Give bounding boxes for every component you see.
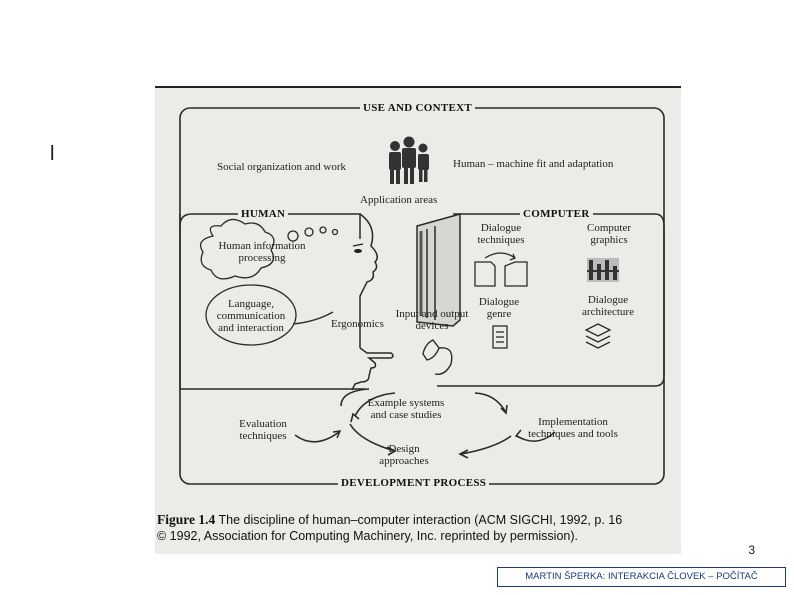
layers-icon — [584, 323, 612, 349]
people-icon — [389, 136, 429, 184]
label-dialogue-architecture: Dialogue architecture — [582, 294, 634, 318]
section-use-and-context: USE AND CONTEXT — [360, 102, 476, 114]
dialogue-genre-icon — [492, 325, 508, 349]
label-input-output-devices: Input and output devices — [395, 308, 469, 332]
label-computer-graphics: Computer graphics — [587, 222, 631, 246]
section-human: HUMAN — [238, 208, 289, 220]
label-human-machine-fit: Human – machine fit and adaptation — [453, 158, 614, 170]
hci-discipline-figure: USE AND CONTEXT HUMAN COMPUTER DEVELOPME… — [155, 86, 681, 554]
evaluation-arrow — [294, 431, 340, 443]
label-design-approaches: Design approaches — [379, 443, 429, 467]
mouse-icon — [422, 339, 453, 375]
development-cycle-arrows — [340, 388, 512, 459]
label-evaluation-techniques: Evaluation techniques — [239, 418, 287, 442]
footer-author-course: MARTIN ŠPERKA: INTERAKCIA ČLOVEK – POČÍT… — [497, 567, 786, 587]
label-example-systems: Example systems and case studies — [367, 397, 445, 421]
monitor-icon — [416, 213, 461, 327]
label-dialogue-techniques: Dialogue techniques — [477, 222, 525, 246]
label-implementation-techniques: Implementation techniques and tools — [528, 416, 618, 440]
thought-bubbles-icon — [199, 218, 339, 346]
computer-frame — [437, 213, 665, 387]
label-application-areas: Application areas — [360, 194, 438, 206]
figure-caption-line1: Figure 1.4 The discipline of human–compu… — [157, 512, 622, 528]
figure-number: Figure 1.4 — [157, 512, 216, 527]
documents-icon — [474, 252, 528, 287]
label-human-info-processing: Human information processing — [218, 240, 306, 264]
section-development-process: DEVELOPMENT PROCESS — [338, 477, 490, 489]
pointing-hand-icon — [351, 347, 394, 391]
label-dialogue-genre: Dialogue genre — [478, 296, 520, 320]
label-language-communication: Language, communication and interaction — [216, 298, 286, 334]
figure-caption-line2: © 1992, Association for Computing Machin… — [157, 529, 578, 543]
slide-bullet: l — [50, 143, 55, 165]
label-social-organization: Social organization and work — [217, 161, 347, 173]
label-ergonomics: Ergonomics — [331, 318, 384, 330]
figure-drawing — [155, 86, 681, 485]
head-profile-icon — [359, 213, 378, 348]
section-computer: COMPUTER — [520, 208, 593, 220]
computer-graphics-icon — [587, 258, 619, 282]
page-number: 3 — [748, 543, 755, 557]
figure-caption-text: The discipline of human–computer interac… — [218, 513, 623, 527]
